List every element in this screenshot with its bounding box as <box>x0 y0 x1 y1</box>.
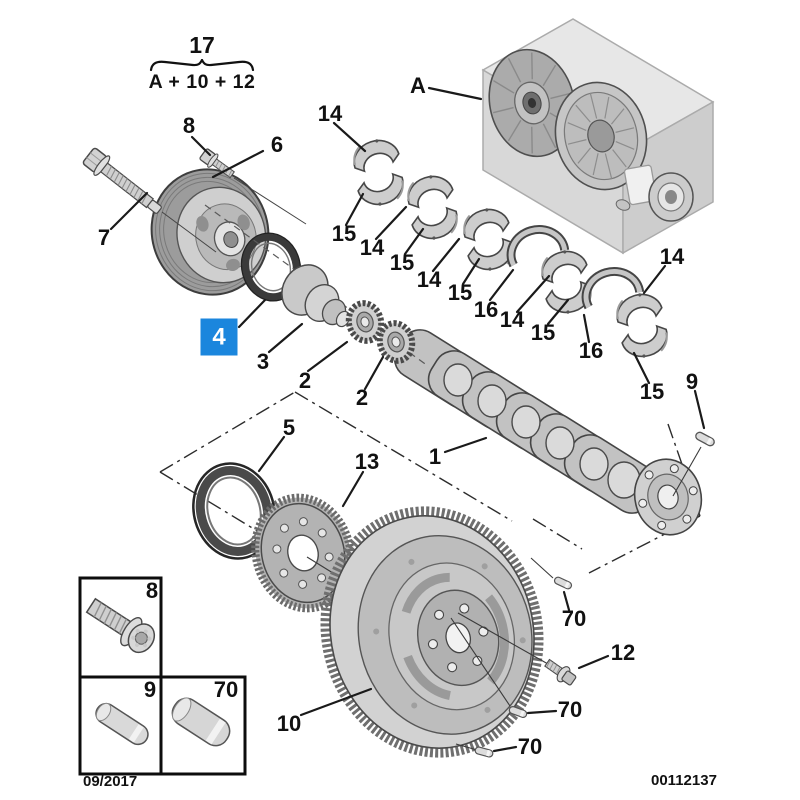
drive-plate <box>251 493 355 613</box>
callout-8: 8 <box>182 113 196 138</box>
pulley-bolt-7 <box>82 147 162 214</box>
front-crankshaft-seal <box>240 232 302 302</box>
formula-components: A + 10 + 12 <box>148 71 256 93</box>
flywheel-bolt-12 <box>544 658 577 686</box>
clutch-disc <box>488 48 576 158</box>
crankshaft <box>393 329 703 536</box>
callout-15-3: 15 <box>447 280 473 305</box>
crankshaft-pulley <box>150 168 270 296</box>
callout-14-5: 14 <box>659 244 685 269</box>
callout-10: 10 <box>276 711 302 736</box>
leader-lines <box>109 86 706 753</box>
callout-12: 12 <box>610 640 636 665</box>
callout-13: 13 <box>354 449 380 474</box>
dowel-pin-9 <box>672 430 717 497</box>
callout-15-5: 15 <box>639 379 665 404</box>
callout-2-1: 2 <box>298 368 312 393</box>
timing-sprocket-2 <box>376 320 416 364</box>
pressure-plate <box>554 81 648 191</box>
callout-3: 3 <box>256 349 270 374</box>
dual-mass-flywheel <box>320 506 544 758</box>
bolt-7-axis <box>161 211 217 253</box>
callout-70-3: 70 <box>517 734 543 759</box>
rear-crankshaft-seal <box>192 462 276 560</box>
assembly-formula: 17 A + 10 + 12 <box>146 34 258 94</box>
callout-14-4: 14 <box>499 307 525 332</box>
callout-14-3: 14 <box>416 267 442 292</box>
pulley-screw-8 <box>199 148 235 179</box>
inset-box <box>78 576 247 776</box>
crankshaft-flange <box>633 458 703 536</box>
inset-label-9: 9 <box>143 677 157 702</box>
inset-pin-70 <box>171 697 231 747</box>
formula-total: 17 <box>189 32 215 58</box>
callout-15-4: 15 <box>530 320 556 345</box>
callout-4[interactable]: 4 <box>200 318 238 356</box>
callout-1: 1 <box>428 444 442 469</box>
callout-14-2: 14 <box>359 235 385 260</box>
inset-bolt-8 <box>85 597 156 654</box>
callout-7: 7 <box>97 225 111 250</box>
release-bearing <box>615 164 694 222</box>
callout-6: 6 <box>270 132 284 157</box>
callout-16-2: 16 <box>578 338 604 363</box>
callout-70-2: 70 <box>557 697 583 722</box>
timing-sprocket-1 <box>345 300 385 344</box>
callout-5: 5 <box>282 415 296 440</box>
screw-8-axis <box>233 177 307 225</box>
inset-label-8: 8 <box>145 578 159 603</box>
inset-pin-9 <box>95 702 149 746</box>
callout-9-right: 9 <box>685 369 699 394</box>
pulley-hub <box>281 264 351 328</box>
callout-14-1: 14 <box>317 101 343 126</box>
footer-document-number: 00112137 <box>651 772 717 789</box>
flywheel-pins-and-bolt <box>450 557 577 759</box>
brace-icon <box>149 59 255 71</box>
inset-label-70: 70 <box>213 677 239 702</box>
callout-a: A <box>410 73 426 98</box>
callout-15-1: 15 <box>331 221 357 246</box>
callout-16-1: 16 <box>473 297 499 322</box>
callout-2-2: 2 <box>355 385 369 410</box>
callout-15-2: 15 <box>389 250 415 275</box>
footer-date: 09/2017 <box>83 773 138 790</box>
callout-70-1: 70 <box>561 606 587 631</box>
